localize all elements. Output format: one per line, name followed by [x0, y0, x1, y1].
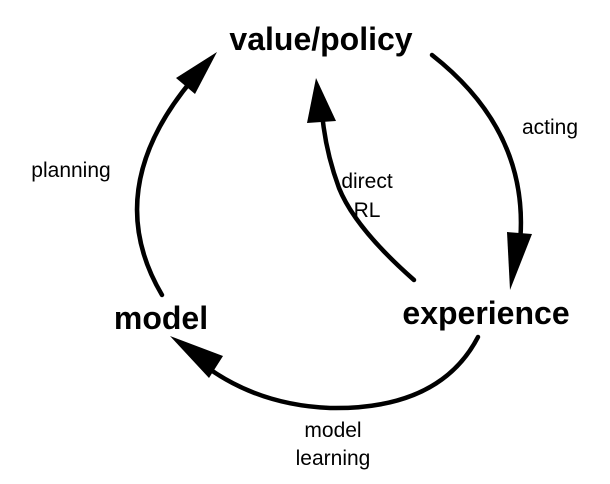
planning-arrow — [134, 52, 217, 298]
model-learning-arrowhead — [170, 336, 223, 378]
acting-arrow — [429, 52, 532, 290]
edge-label-acting: acting — [522, 116, 578, 139]
model-learning-arc — [197, 334, 481, 411]
acting-arrowhead — [507, 232, 532, 290]
edge-label-planning: planning — [31, 159, 110, 182]
model-learning-arrow — [170, 334, 481, 411]
planning-arc — [134, 77, 195, 298]
edge-label-model: model — [304, 419, 361, 442]
edge-label-rl: RL — [354, 199, 381, 222]
planning-arrowhead — [176, 52, 217, 94]
edge-label-direct: direct — [341, 170, 393, 193]
node-model: model — [114, 300, 208, 336]
acting-arc — [429, 52, 524, 255]
direct-rl-arc — [319, 109, 417, 283]
edge-label-learning: learning — [296, 447, 371, 470]
direct-rl-arrowhead — [307, 78, 336, 123]
node-experience: experience — [402, 295, 569, 331]
node-value-policy: value/policy — [229, 21, 412, 57]
direct-rl-arrow — [307, 78, 417, 283]
